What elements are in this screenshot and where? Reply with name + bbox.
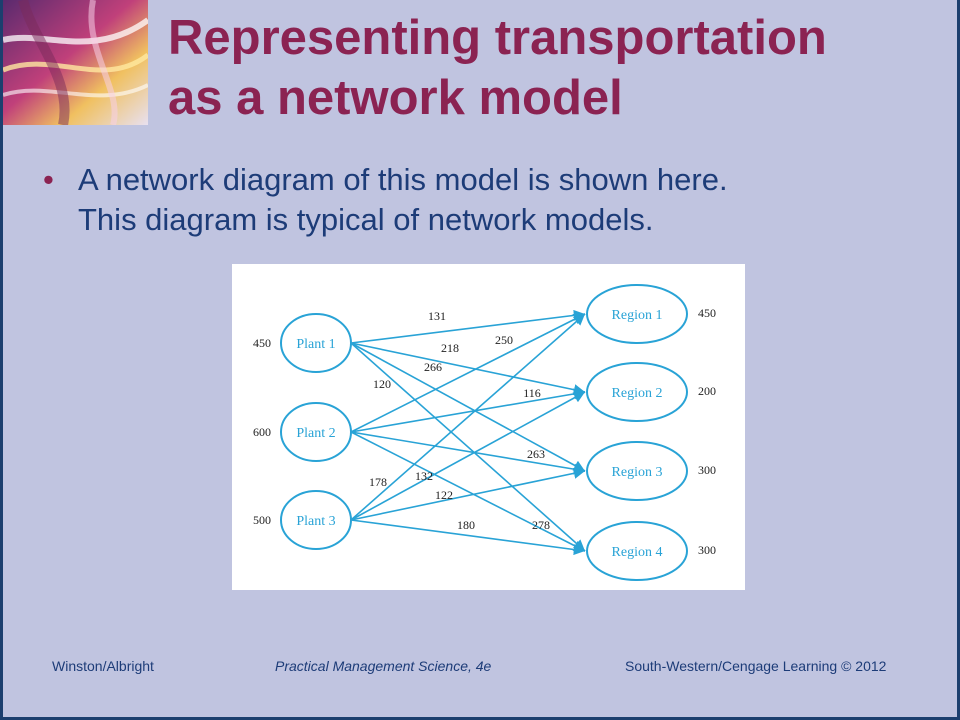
- plant-node-label: Plant 3: [296, 514, 335, 529]
- plant-node-p1: [280, 313, 352, 373]
- arc-p2-r2: [350, 388, 586, 433]
- region-demand-label: 450: [698, 306, 716, 320]
- arc-p1-r2: [350, 342, 586, 396]
- region-node-label: Region 4: [612, 545, 663, 560]
- arc-p2-r3: [350, 431, 586, 475]
- arc-p1-r4: [350, 342, 586, 552]
- arc-cost-label: 178: [369, 475, 387, 489]
- corner-decoration-image: [3, 0, 148, 125]
- footer-book-title: Practical Management Science, 4e: [275, 658, 492, 674]
- region-node-label: Region 2: [612, 386, 663, 401]
- plant-node-label: Plant 1: [296, 337, 335, 352]
- arc-cost-label: 266: [424, 360, 442, 374]
- arc-p1-r3: [350, 342, 586, 472]
- plant-capacity-label: 450: [253, 336, 271, 350]
- arc-cost-label: 120: [373, 377, 391, 391]
- arc-p3-r3: [350, 467, 586, 521]
- region-demand-label: 300: [698, 463, 716, 477]
- arc-cost-label: 122: [435, 488, 453, 502]
- region-node-r2: [586, 362, 688, 422]
- region-node-label: Region 1: [612, 308, 663, 323]
- plant-node-label: Plant 2: [296, 426, 335, 441]
- region-node-r4: [586, 521, 688, 581]
- region-node-label: Region 3: [612, 465, 663, 480]
- bullet-icon: •: [43, 162, 54, 197]
- slide-title: Representing transportation as a network…: [168, 8, 948, 128]
- region-demand-label: 300: [698, 543, 716, 557]
- footer-copyright: South-Western/Cengage Learning © 2012: [625, 658, 887, 674]
- bullet-line: This diagram is typical of network model…: [78, 202, 654, 237]
- plant-capacity-label: 600: [253, 425, 271, 439]
- region-node-r1: [586, 284, 688, 344]
- plant-capacity-label: 500: [253, 513, 271, 527]
- bullet-text: A network diagram of this model is shown…: [78, 160, 898, 240]
- title-line: as a network model: [168, 71, 623, 125]
- region-node-r3: [586, 441, 688, 501]
- arc-cost-label: 218: [441, 341, 459, 355]
- arc-cost-label: 278: [532, 518, 550, 532]
- plant-node-p2: [280, 402, 352, 462]
- footer-authors: Winston/Albright: [52, 658, 154, 674]
- arc-cost-label: 250: [495, 333, 513, 347]
- arc-p2-r4: [350, 431, 586, 552]
- arc-cost-label: 132: [415, 469, 433, 483]
- arc-p3-r4: [350, 519, 586, 556]
- bullet-line: A network diagram of this model is shown…: [78, 162, 728, 197]
- title-line: Representing transportation: [168, 11, 827, 65]
- arc-cost-label: 263: [527, 447, 545, 461]
- arc-p1-r1: [350, 309, 586, 344]
- region-demand-label: 200: [698, 384, 716, 398]
- plant-node-p3: [280, 490, 352, 550]
- arc-cost-label: 116: [523, 386, 541, 400]
- arc-cost-label: 180: [457, 518, 475, 532]
- arc-p2-r1: [350, 313, 586, 433]
- slide: Representing transportation as a network…: [3, 0, 957, 717]
- arc-p3-r1: [350, 313, 586, 521]
- arc-cost-label: 131: [428, 309, 446, 323]
- arc-p3-r2: [350, 391, 586, 521]
